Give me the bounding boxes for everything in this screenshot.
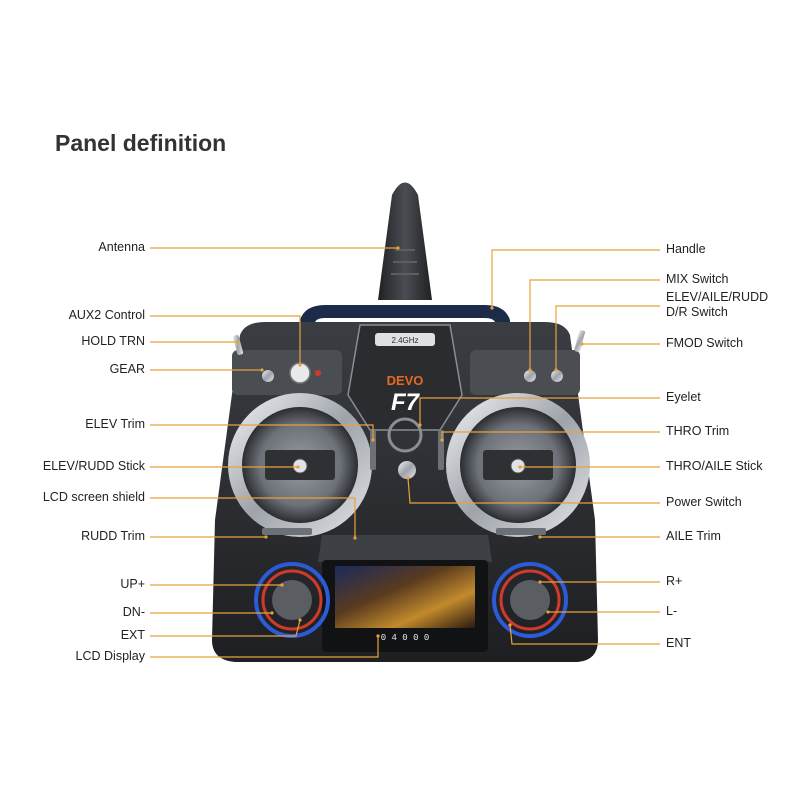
leader-end-elev-rudd-stick [296, 465, 300, 469]
label-elev-rudd-stick: ELEV/RUDD Stick [42, 459, 145, 473]
leader-end-rudd-trim [264, 535, 268, 539]
label-elev-trim: ELEV Trim [85, 417, 145, 431]
leader-end-elev-aile-rudd-dr-switch [554, 368, 558, 372]
label-mix-switch: MIX Switch [666, 272, 729, 286]
left-switch-panel [232, 350, 342, 395]
leader-end-ent [508, 623, 512, 627]
label-r-plus: R+ [666, 574, 683, 588]
handle-shape [300, 305, 510, 340]
leader-end-power-switch [406, 476, 410, 480]
left-stick [292, 458, 308, 474]
model-text: F7 [391, 389, 421, 416]
label-ext: EXT [120, 628, 145, 642]
label-hold-trn: HOLD TRN [81, 334, 145, 348]
leader-end-lcd-screen-shield [353, 536, 357, 540]
leader-ent [509, 624, 660, 645]
hold-trn-switch [232, 335, 244, 355]
mix-switch-shape [524, 370, 536, 382]
label-l-minus: L- [666, 604, 678, 618]
lcd-readout: 0 4 0 0 0 [381, 633, 430, 643]
aile-trim-shape [496, 528, 546, 535]
leader-lcd-screen-shield [150, 497, 356, 538]
label-handle: Handle [666, 242, 706, 256]
dr-switch-shape [551, 370, 563, 382]
label-thro-aile-stick: THRO/AILE Stick [666, 459, 763, 473]
label-antenna: Antenna [98, 240, 145, 254]
leader-power-switch [407, 477, 660, 504]
leader-end-dn-minus [270, 611, 274, 615]
leader-aux2-control [150, 315, 301, 365]
right-nav-button [510, 580, 550, 620]
label-lcd-screen-shield: LCD screen shield [42, 490, 145, 504]
lcd-screen [335, 566, 475, 628]
leader-lcd-display [150, 636, 379, 658]
leader-elev-trim [150, 424, 374, 440]
thro-trim-shape [438, 430, 444, 470]
rudd-trim-shape [262, 528, 312, 535]
label-up-plus: UP+ [120, 577, 145, 591]
label-dn-minus: DN- [122, 605, 145, 619]
lcd-shield-shape [318, 535, 492, 562]
leader-end-handle [490, 306, 494, 310]
leader-end-l-minus [546, 610, 550, 614]
leader-thro-trim [441, 431, 660, 440]
leader-end-ext [298, 618, 302, 622]
leader-handle [491, 249, 660, 308]
leader-lines [150, 246, 660, 658]
leader-end-eyelet [418, 423, 422, 427]
label-fmod-switch: FMOD Switch [666, 336, 744, 350]
leader-end-hold-trn [236, 340, 240, 344]
left-nav-ring-inner [261, 569, 323, 631]
logo-text: DEVO [387, 373, 424, 388]
leader-mix-switch [529, 279, 660, 370]
right-nav-ring-outer [492, 562, 568, 638]
page-title: Panel definition [55, 130, 227, 156]
fmod-switch-shape [574, 330, 586, 352]
leader-eyelet [419, 397, 660, 425]
left-nav-button [272, 580, 312, 620]
label-rudd-trim: RUDD Trim [81, 529, 145, 543]
leader-end-up-plus [280, 583, 284, 587]
leader-end-antenna [396, 246, 400, 250]
label-eyelet: Eyelet [666, 390, 701, 404]
leader-end-lcd-display [376, 634, 380, 638]
label-power-switch: Power Switch [666, 495, 742, 509]
eyelet-ring [387, 417, 423, 453]
leader-end-r-plus [538, 580, 542, 584]
label-aile-trim: AILE Trim [666, 529, 721, 543]
right-switch-panel [470, 350, 580, 395]
power-switch-knob [398, 461, 416, 479]
aux2-knob [289, 362, 321, 384]
label-lcd-display: LCD Display [75, 649, 145, 663]
leader-end-thro-trim [440, 438, 444, 442]
label-aux2-control: AUX2 Control [68, 308, 145, 322]
leader-elev-aile-rudd-dr-switch [555, 305, 660, 370]
label-thro-trim: THRO Trim [666, 424, 730, 438]
leader-end-fmod-switch [580, 342, 584, 346]
leader-end-aux2-control [298, 363, 302, 367]
leader-end-mix-switch [528, 368, 532, 372]
label-ent: ENT [666, 636, 691, 650]
right-nav-ring-inner [499, 569, 561, 631]
leader-end-elev-trim [371, 438, 375, 442]
leader-end-gear [260, 368, 264, 372]
antenna-shape [378, 182, 432, 300]
gear-switch [262, 370, 274, 382]
right-stick [510, 458, 526, 474]
badge-text: 2.4GHz [391, 336, 418, 345]
leader-end-thro-aile-stick [518, 465, 522, 469]
leader-end-aile-trim [538, 535, 542, 539]
leader-ext [150, 619, 301, 637]
badge-plate [375, 333, 435, 346]
label-gear: GEAR [109, 362, 145, 376]
